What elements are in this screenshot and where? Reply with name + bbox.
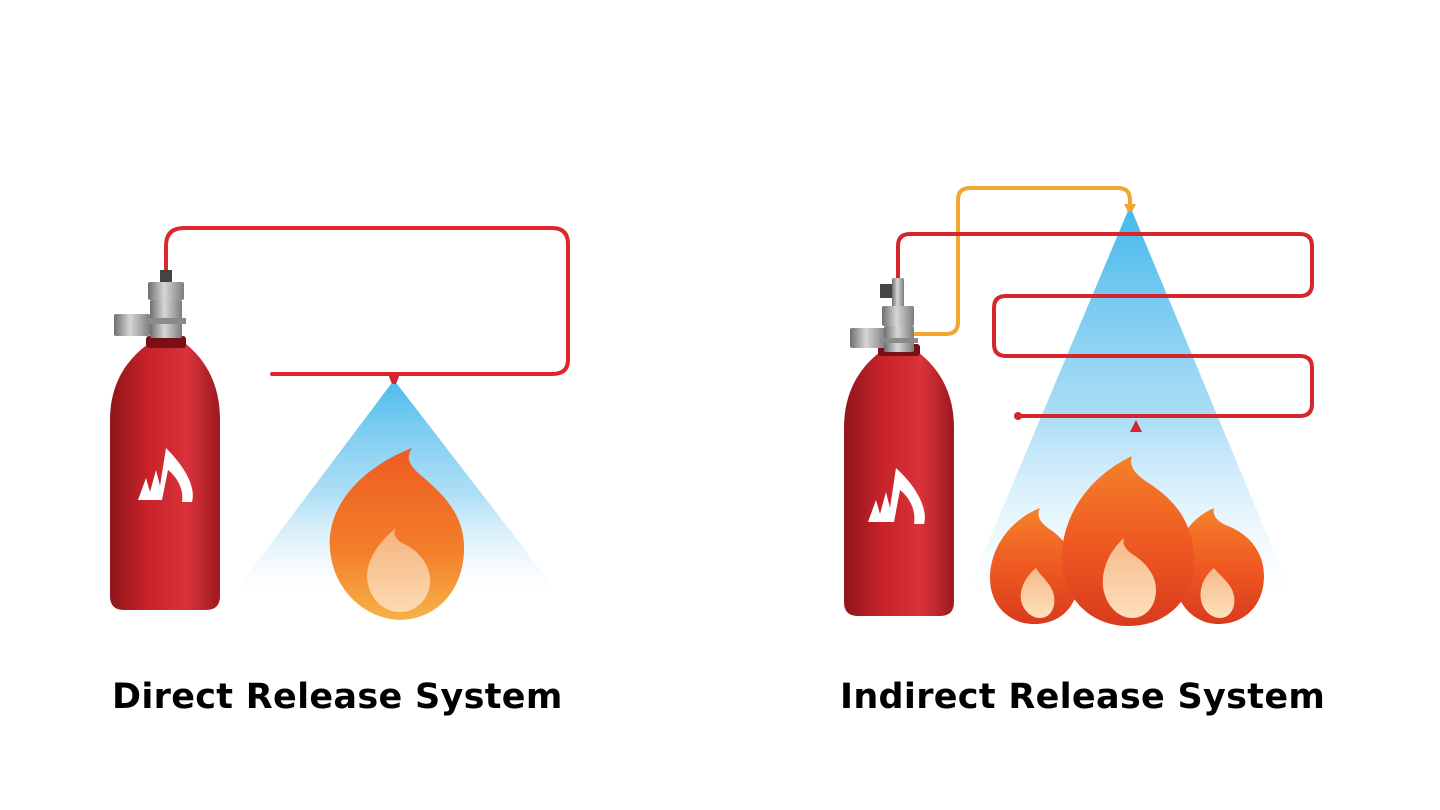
indirect-sensor-nozzle [1130,420,1142,432]
indirect-release-pipe [912,186,1132,336]
direct-flame-logo-icon [138,448,193,502]
indirect-detection-tube [896,232,1314,418]
indirect-release-caption: Indirect Release System [840,677,1326,717]
direct-release-panel [110,226,570,620]
indirect-fire-icon [990,456,1264,626]
indirect-valve-icon [850,278,918,352]
direct-release-caption: Direct Release System [112,677,563,717]
indirect-flame-logo-icon [868,468,925,524]
indirect-nozzle-icon [1124,204,1136,212]
direct-valve-icon [114,270,186,338]
direct-nozzle-icon [388,374,400,384]
direct-detection-tube [164,226,570,376]
indirect-spray-cone [968,206,1290,590]
indirect-release-panel [844,186,1314,626]
indirect-tube-end [1014,412,1022,420]
direct-fire-icon [329,448,465,620]
